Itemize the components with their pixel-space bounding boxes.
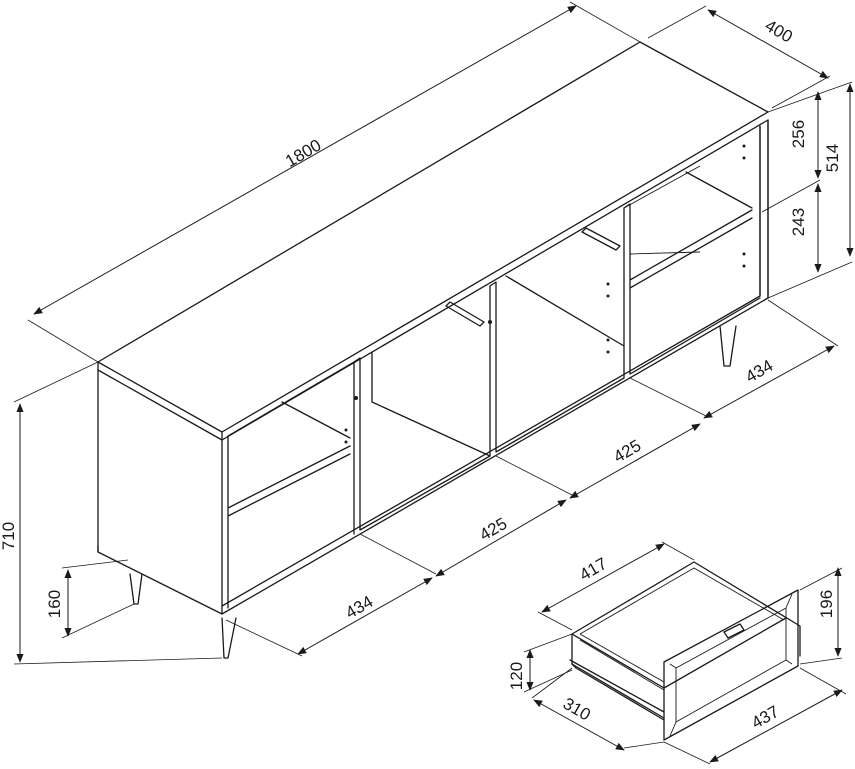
dim-line-drawer-width	[541, 543, 665, 613]
drawer-handle	[723, 623, 745, 639]
drawer-slide-right	[581, 227, 621, 251]
divider-3	[623, 171, 761, 375]
bottom-panel	[97, 119, 769, 615]
dim-line-bay-2	[435, 499, 567, 577]
drawer-box-inner	[579, 567, 785, 691]
drawer-box	[571, 561, 801, 719]
drawer-front	[663, 589, 799, 741]
top-panel-thickness	[97, 119, 769, 441]
dim-leg-height: 160	[45, 590, 64, 618]
dim-drawer-front-height: 196	[817, 590, 836, 618]
divider-2	[489, 207, 625, 453]
dim-drawer-height: 120	[507, 662, 526, 690]
dim-inner-height: 514	[823, 144, 842, 172]
sideboard	[97, 41, 769, 659]
dim-drawer-width: 417	[576, 554, 610, 585]
dim-line-depth	[707, 9, 829, 79]
divider-1	[353, 285, 491, 531]
leg-front-right	[221, 617, 237, 659]
dim-drawer-depth: 310	[560, 694, 594, 725]
dim-bay-left: 434	[342, 592, 376, 623]
dim-line-width	[33, 5, 577, 315]
left-side-panel	[97, 369, 223, 615]
drawer-side	[569, 659, 665, 721]
dim-line-bay-1	[297, 577, 433, 655]
sideboard-dimensions: 1800 400 256 243 514 710 160 434 425 425…	[0, 1, 854, 665]
leg-back-right	[719, 325, 737, 367]
right-compartment-back	[623, 165, 701, 255]
drawer-front-panel	[669, 593, 793, 737]
top-panel	[97, 41, 769, 433]
dim-line-drawer-front-width	[709, 689, 843, 763]
dim-bay-mid-left: 425	[476, 514, 510, 545]
dim-line-bay-3	[569, 423, 701, 499]
dim-total-height: 710	[0, 522, 18, 550]
dim-drawer-front-width: 437	[748, 702, 782, 733]
dim-bay-mid-right: 425	[610, 436, 644, 467]
left-compartment	[227, 361, 355, 609]
dim-width-total: 1800	[282, 136, 324, 171]
leg-front-left	[129, 573, 143, 605]
dim-depth: 400	[762, 16, 796, 47]
dim-lower-height: 243	[789, 208, 808, 236]
dim-upper-height: 256	[789, 120, 808, 148]
dim-bay-right: 434	[742, 356, 776, 387]
shelf-pin-holes	[344, 144, 746, 444]
dim-line-bay-4	[703, 345, 835, 419]
drawer-dimensions: 417 196 120 310 437	[507, 541, 847, 765]
dim-line-drawer-depth	[533, 699, 625, 751]
